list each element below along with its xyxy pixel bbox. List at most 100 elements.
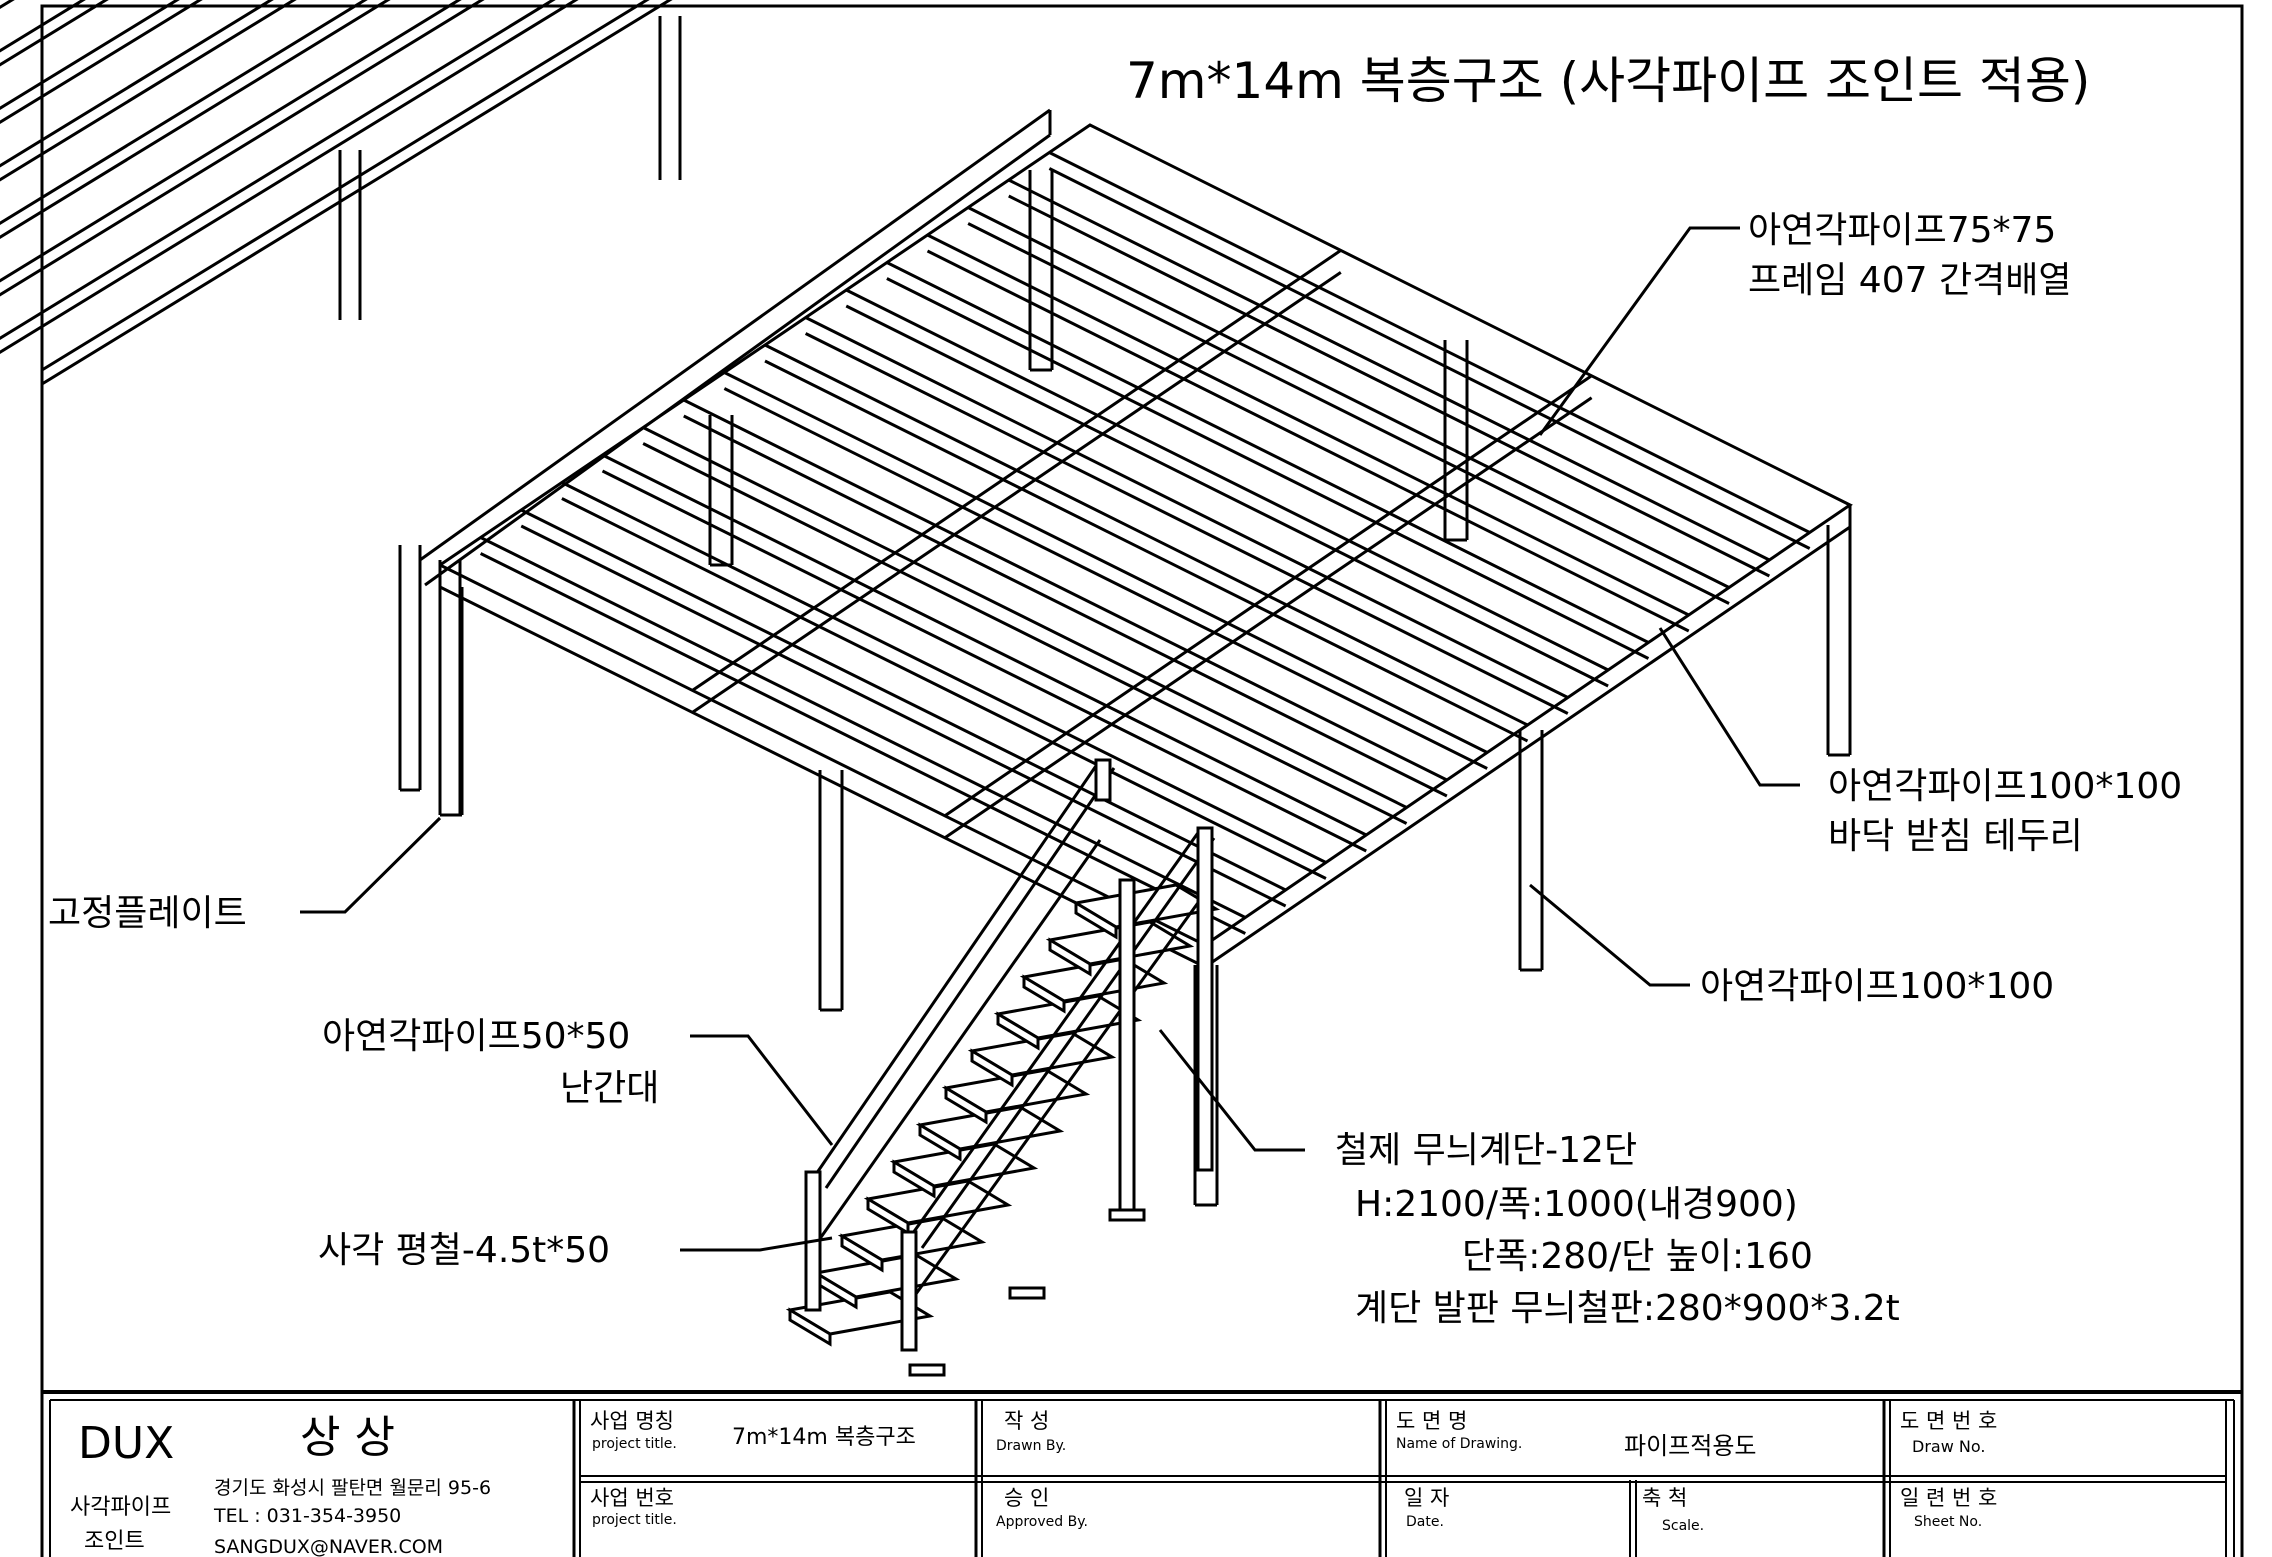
company-sub2: 조인트 xyxy=(84,1529,145,1554)
front-deck-joist xyxy=(723,387,1488,770)
callout-frame-pipe-line1: 아연각파이프75*75 xyxy=(1748,210,2056,251)
stair-riser xyxy=(1048,937,1092,977)
callout-floor-edge-line2: 바닥 받침 테두리 xyxy=(1828,816,2083,857)
stair-midrail xyxy=(906,899,1202,1306)
back-deck-joist xyxy=(0,0,297,182)
project-title-label: 사업 명칭 xyxy=(590,1409,674,1433)
leader-stair xyxy=(1158,1029,1305,1152)
stair-riser xyxy=(918,1122,962,1162)
leader-frame-pipe xyxy=(1538,226,1740,436)
stair-riser xyxy=(944,1085,988,1125)
back-deck-beam xyxy=(424,133,1051,587)
stair-handrail xyxy=(824,767,1116,1189)
date-sub: Date. xyxy=(1406,1514,1444,1530)
front-deck-joist xyxy=(683,398,1448,782)
project-no-sub: project title. xyxy=(592,1512,677,1528)
stair-riser xyxy=(970,1048,1014,1088)
company-name: 상 상 xyxy=(300,1412,395,1463)
company-tel: TEL : 031-354-3950 xyxy=(213,1505,401,1527)
front-deck-joist xyxy=(601,453,1367,837)
front-deck-joist xyxy=(520,524,1287,908)
front-deck-crossbeam xyxy=(691,271,1342,714)
back-deck-beam xyxy=(419,108,1051,562)
draw-no-sub: Draw No. xyxy=(1912,1437,1985,1456)
front-deck-joist xyxy=(764,359,1529,743)
date-label: 일 자 xyxy=(1404,1486,1449,1510)
callout-frame-pipe-line2: 프레임 407 간격배열 xyxy=(1748,260,2071,301)
back-deck-joist xyxy=(0,0,368,225)
stair-midrail xyxy=(810,839,1102,1251)
front-deck-joist xyxy=(1008,178,1771,562)
company-logo: DUX xyxy=(78,1418,174,1469)
stair-riser xyxy=(892,1159,936,1199)
callout-handrail-line2: 난간대 xyxy=(560,1068,659,1109)
front-deck-joist xyxy=(520,508,1287,892)
company-address: 경기도 화성시 팔탄면 월문리 95-6 xyxy=(214,1477,491,1499)
front-deck-joist xyxy=(1048,151,1811,534)
scale-sub: Scale. xyxy=(1662,1518,1704,1534)
stair-post xyxy=(1094,758,1112,802)
back-deck-joist xyxy=(0,0,391,239)
stair-riser xyxy=(1022,974,1066,1014)
back-deck-joist xyxy=(0,0,15,10)
back-deck-joist xyxy=(0,0,253,133)
leader-floor-edge xyxy=(1658,627,1800,787)
front-deck-joist xyxy=(845,304,1609,688)
approved-label: 승 인 xyxy=(1004,1486,1049,1510)
back-deck-joist xyxy=(0,0,579,354)
front-deck-joist xyxy=(601,469,1367,853)
mezzanine-structure xyxy=(0,0,1853,1207)
draw-no-label: 도 면 번 호 xyxy=(1900,1409,1997,1433)
callout-floor-edge-line1: 아연각파이프100*100 xyxy=(1828,766,2182,807)
front-deck-joist xyxy=(479,552,1246,935)
front-deck-joist xyxy=(1048,167,1811,550)
front-deck-joist xyxy=(967,206,1730,589)
front-deck-joist xyxy=(642,442,1408,825)
project-title-value: 7m*14m 복층구조 xyxy=(732,1425,916,1450)
project-title-sub: project title. xyxy=(592,1436,677,1452)
front-deck-joist xyxy=(886,261,1650,644)
back-deck-joist xyxy=(0,0,180,111)
project-no-label: 사업 번호 xyxy=(590,1486,674,1510)
stair-riser xyxy=(996,1011,1040,1051)
stair-base-plate xyxy=(1008,1286,1046,1300)
steel-stair xyxy=(785,758,1221,1377)
back-deck-joist xyxy=(0,0,485,297)
callout-fix-plate: 고정플레이트 xyxy=(48,893,247,934)
stair-handrail xyxy=(810,759,1102,1181)
scale-label: 축 척 xyxy=(1642,1486,1687,1510)
leader-fix-plate xyxy=(300,816,442,914)
back-deck-joist xyxy=(0,0,109,67)
drawn-sub: Drawn By. xyxy=(996,1438,1066,1454)
stair-base-plate xyxy=(1108,1208,1146,1222)
stair-riser xyxy=(1074,900,1118,940)
back-deck-joist xyxy=(0,0,203,125)
callout-stair-line1: 철제 무늬계단-12단 xyxy=(1335,1130,1637,1171)
front-deck-crossbeam xyxy=(691,249,1342,692)
back-deck-joist xyxy=(41,0,650,372)
leader-handrail xyxy=(690,1034,834,1146)
back-deck-joist xyxy=(0,0,274,168)
company-email: SANGDUX@NAVER.COM xyxy=(214,1536,443,1557)
callout-post-line1: 아연각파이프100*100 xyxy=(1700,966,2054,1007)
stair-riser xyxy=(788,1307,832,1347)
drawing-name-value: 파이프적용도 xyxy=(1624,1432,1756,1460)
stair-post xyxy=(1196,826,1214,1172)
drawing-border xyxy=(40,4,2244,1557)
title-block xyxy=(42,1390,2242,1557)
front-deck-joist xyxy=(967,222,1730,605)
callout-handrail-line1: 아연각파이프50*50 xyxy=(322,1016,630,1057)
leader-flat-bar xyxy=(680,1236,833,1252)
back-deck-joist xyxy=(0,0,556,340)
front-deck-joist xyxy=(764,343,1529,727)
front-deck-joist xyxy=(926,249,1690,633)
sheet-no-sub: Sheet No. xyxy=(1914,1514,1982,1530)
stair-post xyxy=(1118,878,1136,1217)
callout-flat-bar: 사각 평철-4.5t*50 xyxy=(318,1230,610,1271)
drawn-label: 작 성 xyxy=(1004,1409,1049,1433)
front-deck-crossbeam xyxy=(944,396,1593,840)
callout-stair-line2: H:2100/폭:1000(내경900) xyxy=(1355,1184,1798,1225)
front-deck-joist xyxy=(561,481,1327,864)
front-deck-joist xyxy=(683,414,1448,798)
